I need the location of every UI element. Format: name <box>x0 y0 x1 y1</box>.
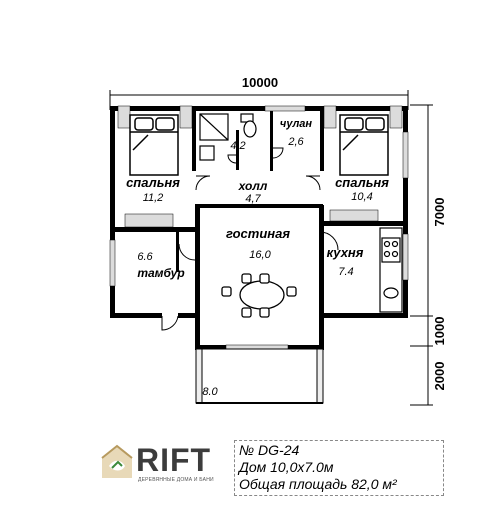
walls <box>110 106 408 350</box>
terrace <box>195 348 324 404</box>
floor-plan: 10000 7000 1000 2000 спальня 11,2 4,2 чу… <box>109 75 447 406</box>
room-name-bedroom-right: спальня <box>335 175 389 190</box>
room-area-living: 16,0 <box>249 249 271 261</box>
room-name-bedroom-left: спальня <box>126 175 180 190</box>
dim-terrace: 2000 <box>432 362 447 391</box>
room-name-hall: холл <box>238 179 268 193</box>
bed-right <box>339 114 389 176</box>
doors <box>161 147 339 331</box>
room-name-living: гостиная <box>226 226 290 241</box>
room-name-vestibule: тамбур <box>137 266 184 280</box>
project-info-box: № DG-24 Дом 10,0х7.0м Общая площадь 82,0… <box>234 440 444 496</box>
brand-tagline: ДЕРЕВЯННЫЕ ДОМА И БАНИ <box>138 477 214 483</box>
dim-depth-ext: 1000 <box>432 317 447 346</box>
room-area-storage: 2,6 <box>287 136 304 148</box>
room-name-kitchen: кухня <box>327 245 364 260</box>
total-area: Общая площадь 82,0 м² <box>239 476 397 492</box>
room-area-vestibule: 6.6 <box>137 251 153 263</box>
bathroom-fixtures <box>199 113 257 161</box>
brand-logo: RIFT ДЕРЕВЯННЫЕ ДОМА И БАНИ <box>100 442 220 490</box>
room-area-hall: 4,7 <box>245 193 261 205</box>
bed-left <box>129 114 179 176</box>
room-name-storage: чулан <box>280 118 312 130</box>
dim-width: 10000 <box>242 75 278 90</box>
project-number: № DG-24 <box>239 442 300 458</box>
room-area-bathroom: 4,2 <box>230 140 245 152</box>
dining-set <box>221 273 297 318</box>
house-size: Дом 10,0х7.0м <box>239 459 334 475</box>
room-area-bedroom-left: 11,2 <box>143 192 164 204</box>
house-logo-icon <box>101 444 133 478</box>
room-area-bedroom-right: 10,4 <box>351 191 372 203</box>
dimension-lines <box>109 90 433 406</box>
brand-name: RIFT <box>136 442 212 478</box>
room-area-kitchen: 7.4 <box>338 266 353 278</box>
dim-depth: 7000 <box>432 198 447 227</box>
room-area-terrace: 8.0 <box>202 386 218 398</box>
kitchen-counter <box>379 227 403 313</box>
